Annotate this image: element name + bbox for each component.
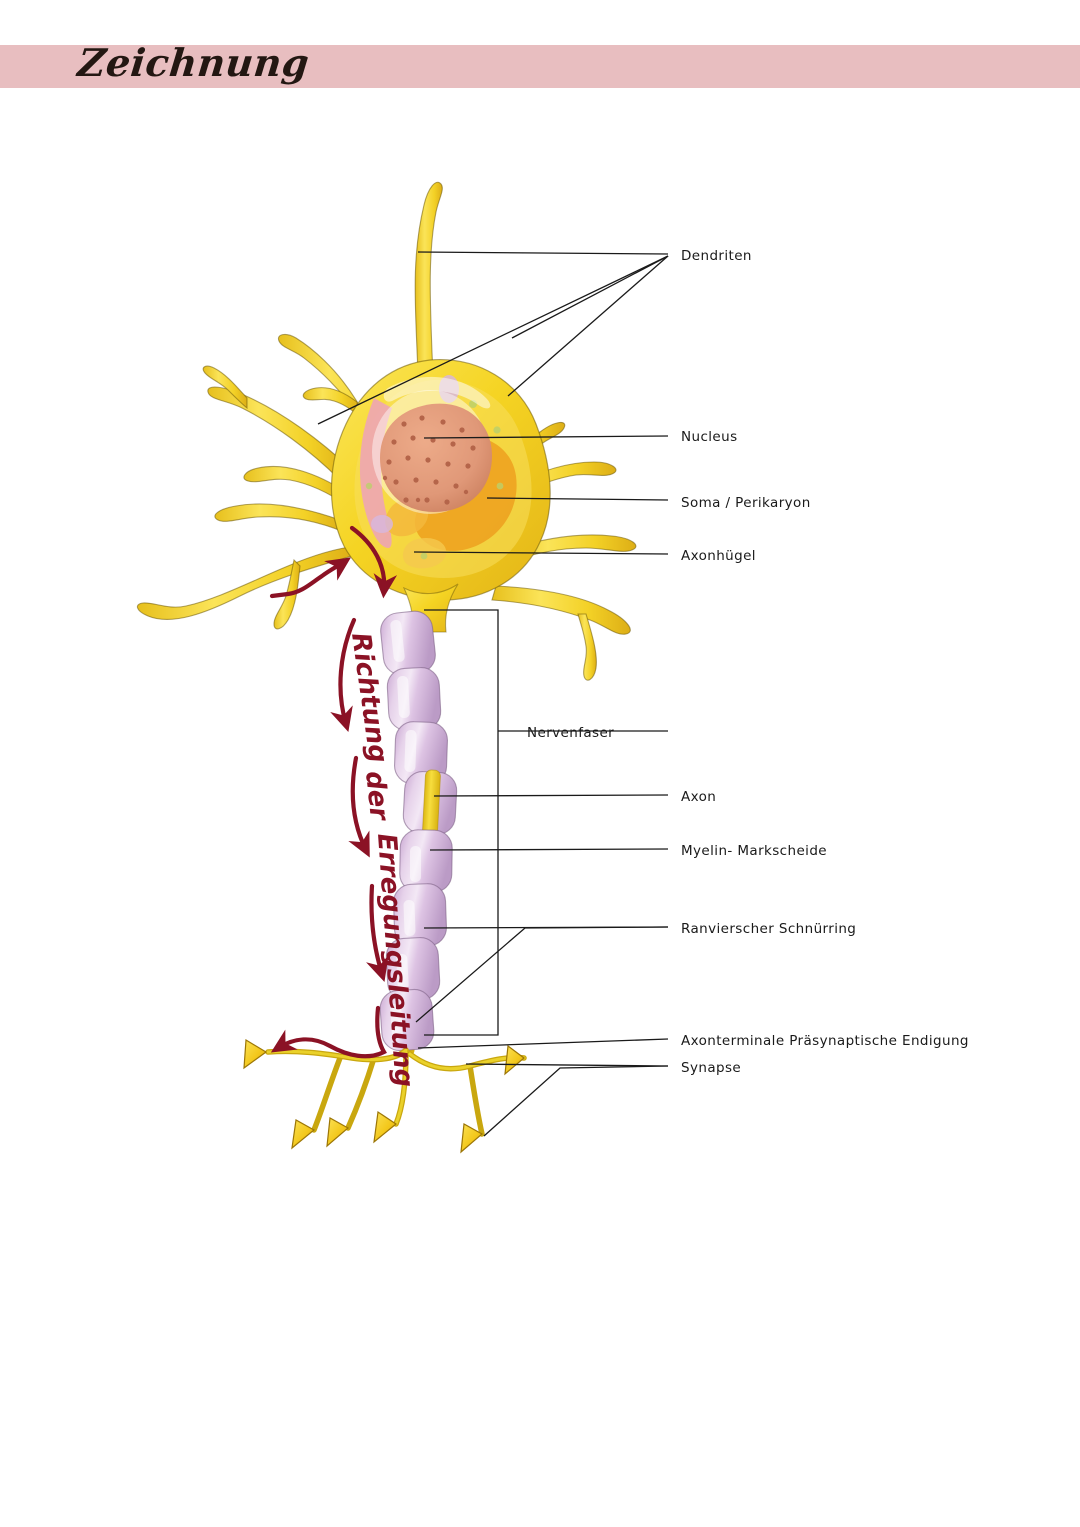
label-synapse: Synapse [681,1060,742,1076]
conduction-arrows [269,525,398,1059]
label-axonhuegel: Axonhügel [681,548,756,564]
label-nervenfaser: Nervenfaser [527,725,615,741]
leader-lines [317,251,669,1137]
title-banner [0,45,1080,88]
label-axon: Axon [681,789,717,805]
label-axonterminale: Axonterminale Präsynaptische Endigung [681,1033,969,1049]
label-myelin: Myelin- Markscheide [681,843,827,859]
soma [330,359,551,633]
svg-text:der: der [359,770,394,824]
myelin-segment [380,610,436,676]
axon-myelin-chain [379,610,458,1057]
label-dendriten: Dendriten [681,248,752,264]
myelin-segment [399,829,453,893]
synaptic-boutons [243,1038,525,1154]
label-nucleus: Nucleus [681,429,738,445]
axon-exposed [422,769,441,837]
myelin-segment-node [402,769,458,837]
label-soma: Soma / Perikaryon [681,495,811,511]
label-ranvier: Ranvierscher Schnürring [681,921,857,937]
nucleus-shape [380,403,492,512]
